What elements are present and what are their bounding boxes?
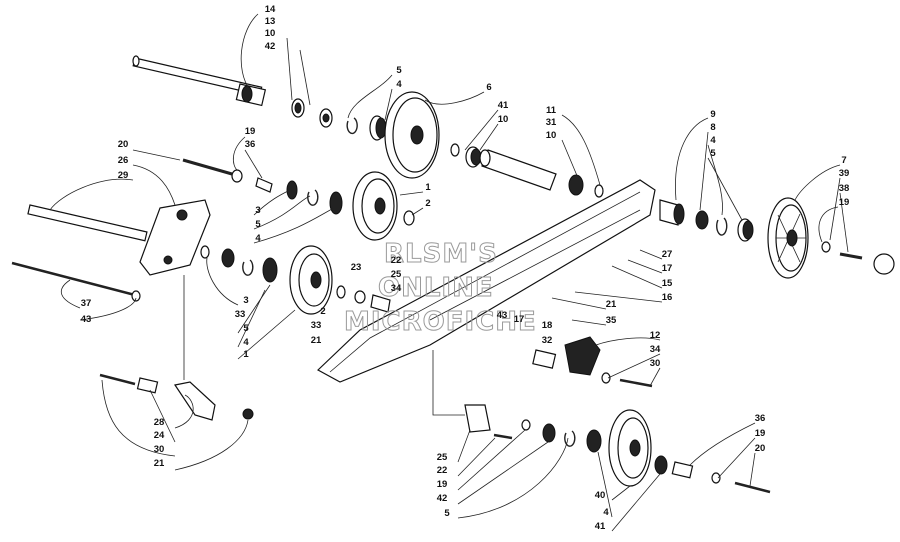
callout-label-l11: 11: [546, 105, 557, 116]
idler-wheel-1-upper: [182, 158, 415, 241]
callout-label-l10c: 10: [546, 130, 557, 141]
callout-label-l5b: 5: [710, 148, 716, 159]
callout-label-l39: 39: [839, 168, 850, 179]
callout-label-l28: 28: [154, 417, 165, 428]
callout-label-l26: 26: [118, 155, 129, 166]
callout-label-l42a: 42: [265, 41, 276, 52]
callout-label-l21a: 21: [606, 299, 617, 310]
idler-wheel-6: [384, 91, 482, 179]
callout-label-l35: 35: [606, 315, 617, 326]
callout-label-l25b: 25: [437, 452, 448, 463]
callout-label-l7: 7: [841, 155, 846, 166]
callout-label-l18: 18: [542, 320, 553, 331]
rear-wheel-7: [659, 197, 895, 279]
callout-label-l19d: 19: [437, 479, 448, 490]
left-bracket-assembly: [11, 199, 391, 315]
callout-label-l21b: 21: [311, 335, 322, 346]
callout-label-l23: 23: [351, 262, 362, 273]
callout-label-l1a: 1: [425, 182, 431, 193]
watermark: RLSM'S ONLINE MICROFICHE: [344, 239, 537, 338]
callout-label-l2b: 2: [320, 306, 325, 317]
callout-label-l22b: 22: [437, 465, 448, 476]
callout-label-l14a: 14: [265, 4, 276, 15]
callout-label-l5c: 5: [255, 219, 261, 230]
callout-label-l34b: 34: [650, 344, 661, 355]
spacer-tube-11: [479, 149, 604, 198]
callout-label-l34a: 34: [391, 283, 402, 294]
callout-label-l3b: 3: [243, 295, 248, 306]
lower-bracket-assembly: [99, 373, 771, 494]
callout-label-l5a: 5: [396, 65, 402, 76]
callout-label-l17a: 17: [662, 263, 673, 274]
callout-label-l21c: 21: [154, 458, 165, 469]
callout-label-l29: 29: [118, 170, 129, 181]
callout-label-l36a: 36: [245, 139, 256, 150]
callout-label-l1b: 1: [243, 349, 249, 360]
callout-label-l22a: 22: [391, 255, 402, 266]
callout-label-l5d: 5: [243, 323, 249, 334]
callout-label-l2a: 2: [425, 198, 430, 209]
callout-label-l4c: 4: [255, 233, 261, 244]
callout-label-l27: 27: [662, 249, 673, 260]
callout-label-l15: 15: [662, 278, 673, 289]
callout-label-l17b: 17: [514, 314, 525, 325]
callout-label-l24: 24: [154, 430, 165, 441]
callout-label-l33a: 33: [235, 309, 246, 320]
callout-label-l31: 31: [546, 117, 557, 128]
callout-label-l12: 12: [650, 330, 661, 341]
callout-label-l38: 38: [839, 183, 850, 194]
callout-label-l19a: 19: [839, 197, 850, 208]
callout-label-l16: 16: [662, 292, 673, 303]
callout-label-l37: 37: [81, 298, 92, 309]
callout-label-l13a: 13: [265, 16, 276, 27]
callout-label-l6: 6: [486, 82, 491, 93]
callout-label-l19c: 19: [755, 428, 766, 439]
callout-label-l5e: 5: [444, 508, 450, 519]
callout-label-l9: 9: [710, 109, 715, 120]
callout-label-l8: 8: [710, 122, 715, 133]
callout-label-l4e: 4: [603, 507, 609, 518]
callout-label-l41a: 41: [498, 100, 509, 111]
callout-label-l41b: 41: [595, 521, 606, 532]
callout-label-l4a: 4: [396, 79, 402, 90]
callout-label-l43b: 43: [81, 314, 92, 325]
callout-label-l20a: 20: [118, 139, 129, 150]
callout-label-l4d: 4: [243, 337, 249, 348]
callout-label-l25a: 25: [391, 269, 402, 280]
callout-label-l10b: 10: [498, 114, 509, 125]
callout-label-l3a: 3: [255, 205, 260, 216]
callout-label-l40: 40: [595, 490, 606, 501]
callout-label-l30b: 30: [154, 444, 165, 455]
top-axle-assembly: [132, 55, 387, 141]
callout-label-l43a: 43: [497, 310, 508, 321]
callout-label-l33b: 33: [311, 320, 322, 331]
watermark-line-3: MICROFICHE: [344, 307, 537, 337]
slider-shoe-12: [532, 336, 653, 388]
callout-leaders: [49, 13, 849, 532]
callout-label-l19b: 19: [245, 126, 256, 137]
callout-label-l20b: 20: [755, 443, 766, 454]
callout-label-l4b: 4: [710, 135, 716, 146]
callout-label-l36b: 36: [755, 413, 766, 424]
slide-rail: [316, 179, 656, 383]
callout-label-l10a: 10: [265, 28, 276, 39]
watermark-line-2: ONLINE: [378, 273, 494, 303]
watermark-line-1: RLSM'S: [384, 239, 498, 269]
callout-label-l32: 32: [542, 335, 553, 346]
callout-label-l30a: 30: [650, 358, 661, 369]
callout-label-l42b: 42: [437, 493, 448, 504]
